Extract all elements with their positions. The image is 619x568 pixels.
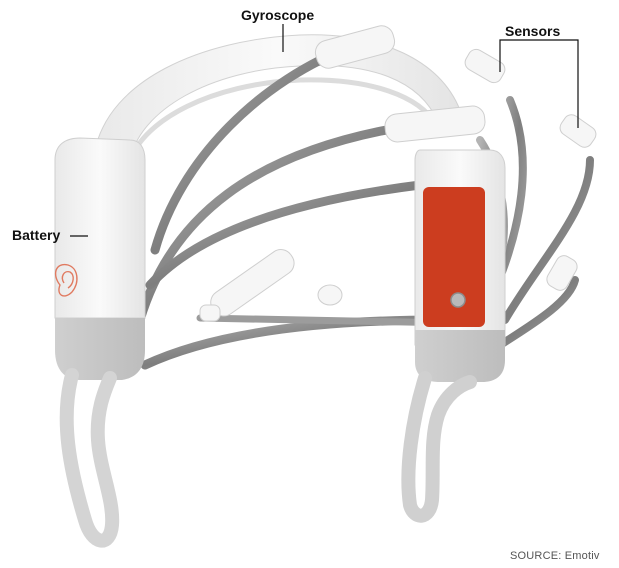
left-ear-hook xyxy=(67,375,113,541)
source-credit: SOURCE: Emotiv xyxy=(510,550,600,562)
right-ear-hook xyxy=(408,378,470,516)
power-button xyxy=(451,293,465,307)
battery-housing xyxy=(55,138,145,318)
sensors-label: Sensors xyxy=(505,23,560,39)
battery-label: Battery xyxy=(12,227,60,243)
gyroscope-label: Gyroscope xyxy=(241,7,314,23)
